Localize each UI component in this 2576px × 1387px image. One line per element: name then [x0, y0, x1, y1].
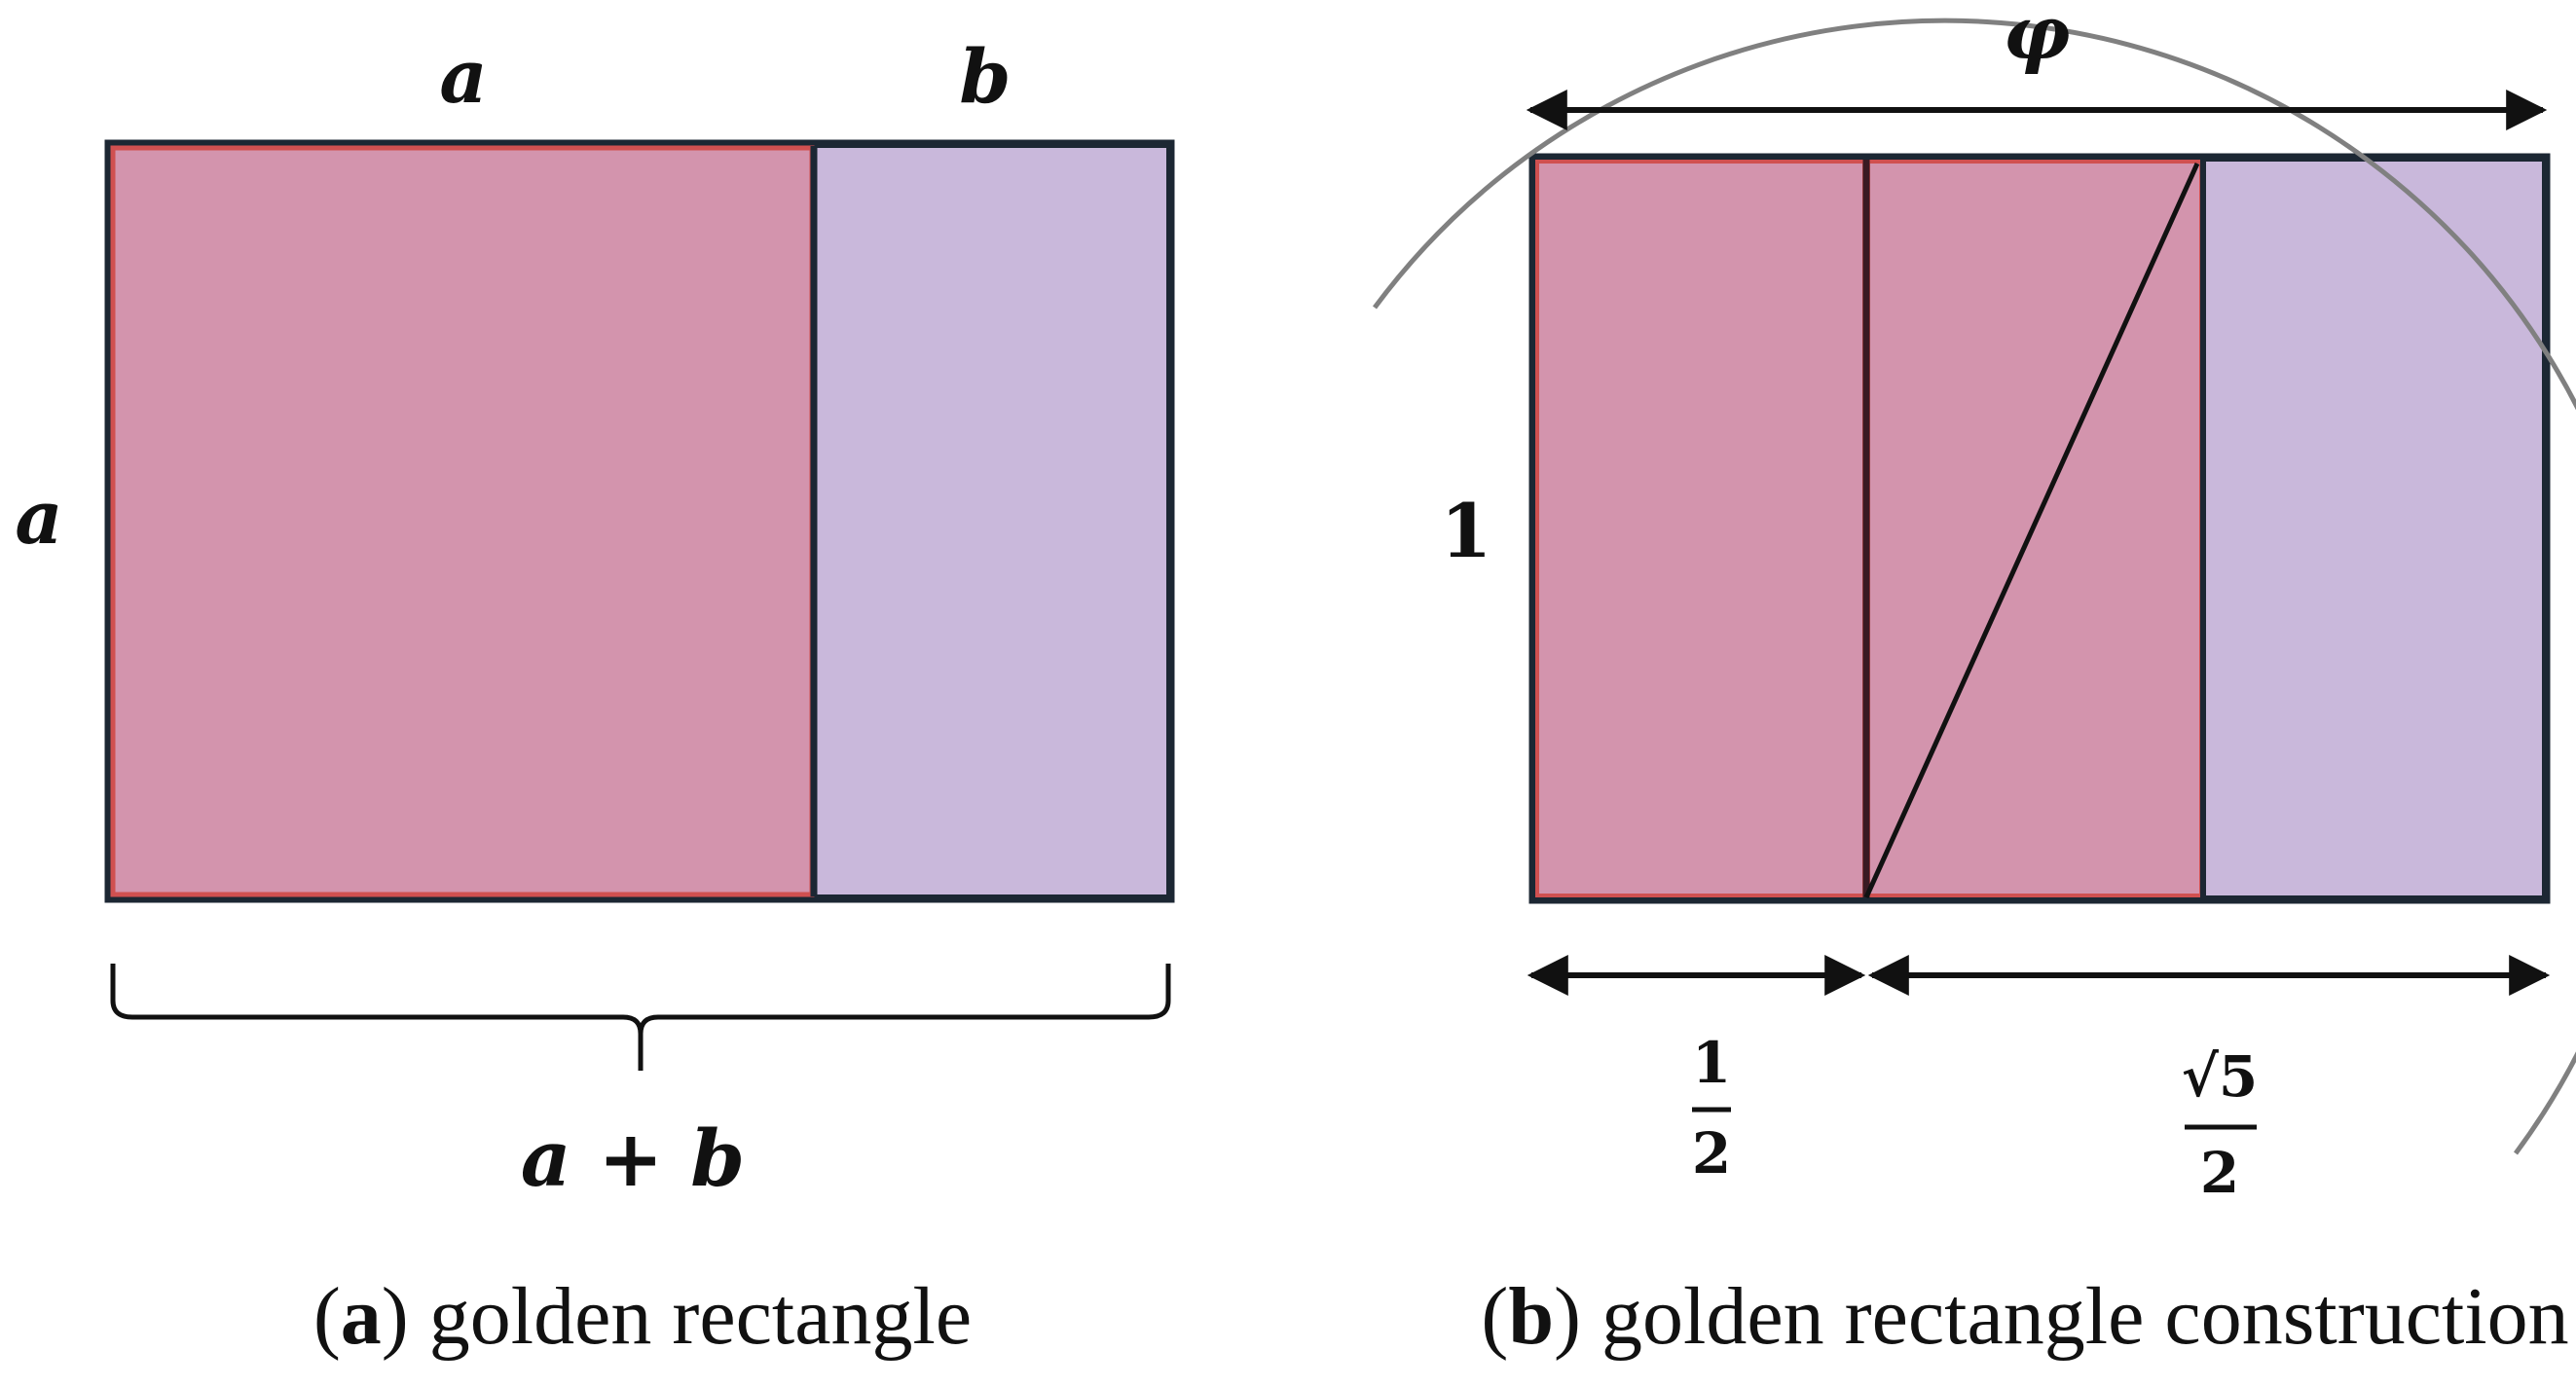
panel-a-golden-rectangle: a b a a + b [15, 33, 1175, 1204]
panel-b-half-numerator: 1 [1692, 1030, 1731, 1096]
panel-a-outer-rectangle [104, 139, 1175, 903]
panel-a-square [110, 145, 815, 897]
panel-b-label-one: 1 [1441, 488, 1492, 574]
panel-b-arc [1372, 18, 2576, 1155]
panel-a-label-top-b: b [959, 33, 1011, 120]
panel-a-remaining-rectangle [814, 148, 1166, 894]
panel-b-sqrt5-denominator: 2 [2200, 1140, 2239, 1206]
panel-b-label-phi: φ [2004, 0, 2071, 76]
panel-b-caption-letter: b [1508, 1271, 1554, 1362]
panel-b-diagonal [1863, 162, 2200, 899]
panel-a-label-side-a: a [15, 474, 62, 561]
panel-b-sqrt5-numerator: √5 [2182, 1043, 2258, 1110]
panel-b-half-denominator: 2 [1692, 1120, 1731, 1186]
panel-a-label-bottom: a + b [521, 1113, 746, 1204]
panel-b-caption-text: ) golden rectangle construction [1554, 1271, 2569, 1362]
panel-b-golden-rectangle-construction: φ 1 1 2 √5 2 [1372, 0, 2576, 1206]
panel-b-extension-rectangle [2205, 162, 2542, 895]
panel-a-caption: (a) golden rectangle [313, 1271, 972, 1362]
panel-a-label-top-a: a [439, 33, 487, 120]
panel-b-caption: (b) golden rectangle construction [1481, 1271, 2568, 1362]
panel-a-bottom-brace [110, 964, 1171, 1071]
panel-b-left-half [1535, 160, 1866, 897]
panel-b-outer-rectangle [1528, 153, 2551, 904]
panel-a-caption-text: ) golden rectangle [382, 1271, 972, 1362]
panel-a-caption-letter: a [341, 1271, 382, 1362]
